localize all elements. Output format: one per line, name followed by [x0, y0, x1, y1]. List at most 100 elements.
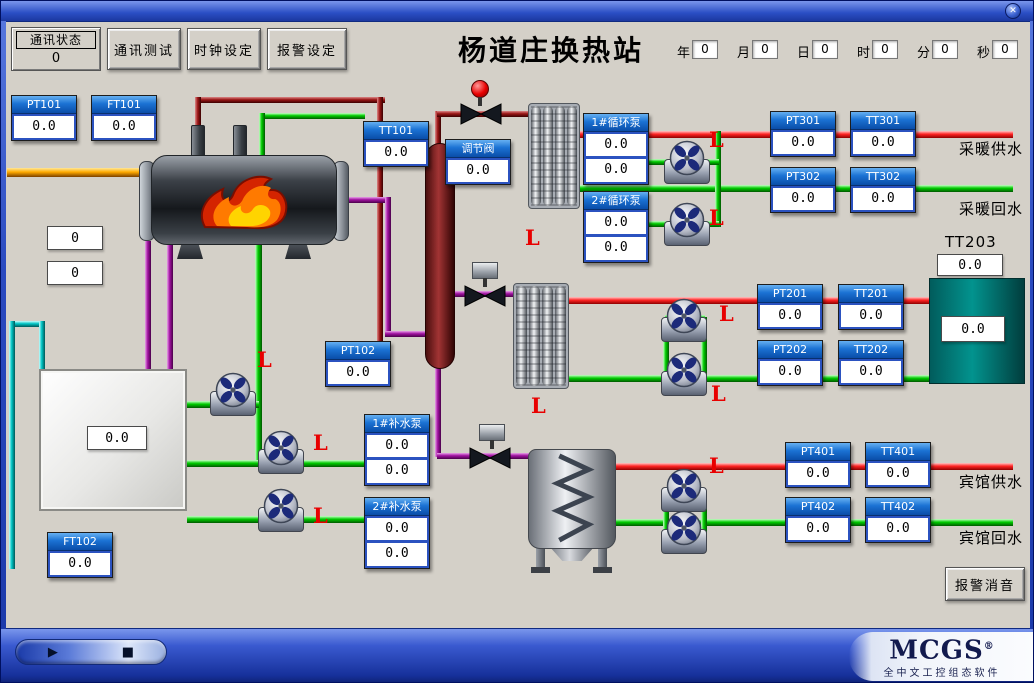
pipe-segment — [9, 321, 45, 327]
comm-status-value: 0 — [51, 51, 61, 66]
datetime-label-minute: 分 — [917, 46, 931, 61]
display-value: 0.0 — [851, 186, 915, 212]
registered-mark: ® — [983, 640, 995, 652]
display-value: 0.0 — [866, 461, 930, 487]
valve-icon — [460, 102, 502, 126]
fan-blades-icon — [669, 202, 705, 238]
play-button[interactable]: ▶ — [47, 644, 58, 660]
hx-tube — [567, 106, 577, 206]
display-value: 0.0 — [365, 516, 429, 542]
brand-name: MCGS — [889, 635, 984, 666]
display-value: 0.0 — [92, 114, 156, 140]
display-label: PT302 — [771, 168, 835, 186]
datetime-label-month: 月 — [737, 46, 751, 61]
comm-status-panel: 通讯状态 0 — [11, 27, 101, 71]
pump-icon — [658, 297, 710, 345]
comm-test-button[interactable]: 通讯测试 — [107, 28, 181, 70]
valve-icon — [469, 446, 511, 470]
display-value: 0.0 — [758, 303, 822, 329]
pipe-segment — [255, 241, 262, 463]
valve-stem — [478, 97, 482, 106]
pipe-segment — [663, 317, 669, 379]
playback-control-pill: ▶ ■ — [15, 639, 167, 665]
mcgs-logo: MCGS® 全中文工控组态软件 — [849, 632, 1033, 681]
page-title: 杨道庄换热站 — [457, 34, 644, 67]
hx-tube — [542, 286, 553, 386]
display-label: PT401 — [786, 443, 850, 461]
coil-icon — [551, 453, 595, 543]
value-box: 0 — [47, 261, 103, 285]
display-value: 0.0 — [771, 186, 835, 212]
alarm-set-button[interactable]: 报警设定 — [267, 28, 347, 70]
stop-button[interactable]: ■ — [121, 644, 135, 660]
display-value: 0.0 — [365, 433, 429, 459]
pipe-segment — [701, 317, 707, 379]
valve-stem — [483, 278, 487, 287]
brand-text: MCGS® — [889, 634, 995, 666]
datetime-value-second: 0 — [992, 40, 1018, 59]
alarm-l-marker: L — [313, 430, 328, 455]
clock-set-button[interactable]: 时钟设定 — [187, 28, 261, 70]
pipe-segment — [259, 113, 265, 161]
display-value: 0.0 — [839, 303, 903, 329]
boiler-leg — [177, 243, 203, 259]
pipe-segment — [333, 197, 387, 203]
brand-tagline: 全中文工控组态软件 — [883, 668, 1001, 680]
label-hotel-supply: 宾馆供水 — [959, 473, 1024, 491]
pipe-segment — [701, 491, 707, 541]
alarm-mute-button[interactable]: 报警消音 — [945, 567, 1025, 601]
valve-knob-icon — [471, 80, 489, 98]
pump-icon — [661, 201, 713, 249]
display-value: 0.0 — [866, 516, 930, 542]
display-label: TT202 — [839, 341, 903, 359]
display-value: 0.0 — [786, 461, 850, 487]
display-value: 0.0 — [839, 359, 903, 385]
display-label: PT102 — [326, 342, 390, 360]
pump-icon — [255, 487, 307, 535]
window-titlebar: ✕ — [1, 1, 1033, 21]
display-label: TT201 — [839, 285, 903, 303]
pump-icon — [255, 429, 307, 477]
datetime-label-day: 日 — [797, 46, 811, 61]
display-label: TT402 — [866, 498, 930, 516]
display-value: 0.0 — [758, 359, 822, 385]
vessel-foot — [593, 567, 612, 573]
vessel-leg — [598, 545, 607, 571]
datetime-label-hour: 时 — [857, 46, 871, 61]
valve-actuator — [472, 262, 498, 279]
alarm-l-marker: L — [709, 205, 724, 230]
datetime-value-hour: 0 — [872, 40, 898, 59]
datetime-value-day: 0 — [812, 40, 838, 59]
hx-tube — [529, 286, 540, 386]
datetime-value-month: 0 — [752, 40, 778, 59]
pipe-segment — [167, 241, 173, 373]
pipe-segment — [377, 97, 383, 347]
datetime-value-minute: 0 — [932, 40, 958, 59]
pipe-segment — [715, 131, 721, 227]
pipe-segment — [435, 367, 441, 457]
alarm-l-marker: L — [711, 381, 726, 406]
close-icon[interactable]: ✕ — [1005, 3, 1021, 19]
fan-blades-icon — [263, 430, 299, 466]
pipe-segment — [39, 321, 45, 373]
heat-exchanger-1 — [528, 103, 580, 209]
display-label: 1#循环泵 — [584, 114, 648, 132]
fan-blades-icon — [666, 352, 702, 388]
vessel-foot — [531, 567, 550, 573]
fan-blades-icon — [666, 510, 702, 546]
pipe-segment — [9, 321, 15, 569]
valve-stem — [490, 440, 494, 449]
value-box: 0 — [47, 226, 103, 250]
pipe-segment — [7, 168, 155, 177]
